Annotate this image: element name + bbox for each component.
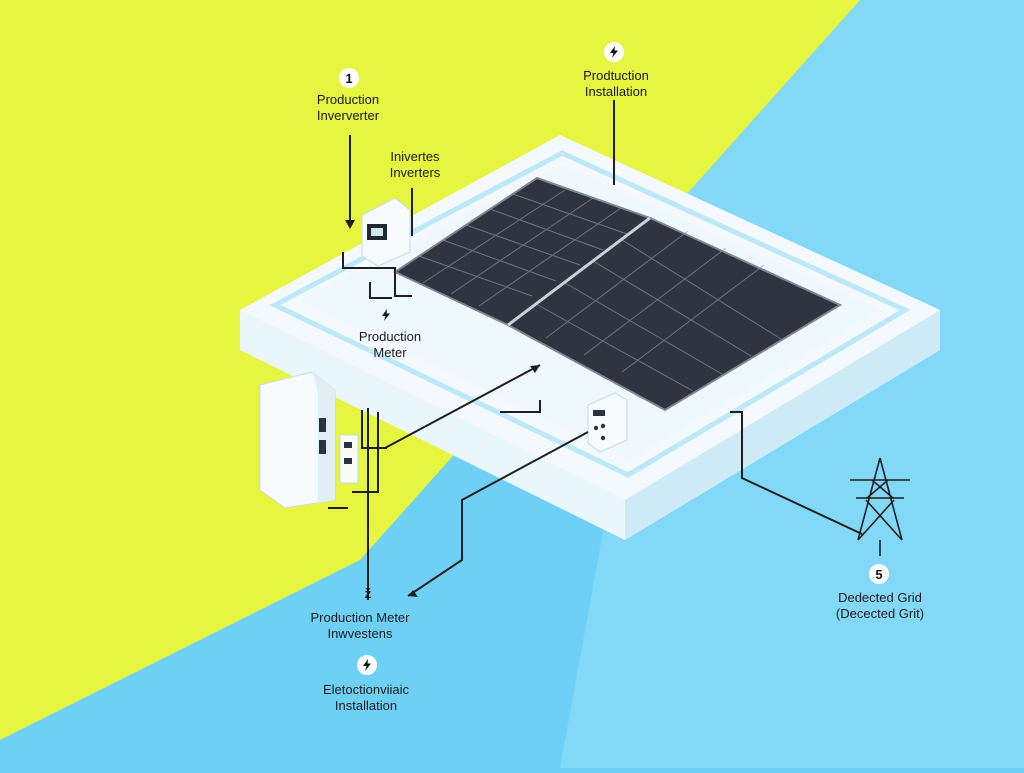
label-line: Installation bbox=[334, 698, 398, 713]
connector-meter-to-cabinet bbox=[384, 364, 541, 449]
label-line: Eletoctionviiaic bbox=[323, 682, 409, 697]
electrical-cabinet bbox=[259, 371, 359, 509]
step-number-badge: ž bbox=[364, 585, 372, 601]
connector-lines bbox=[328, 100, 863, 600]
arrow-down-icon bbox=[345, 220, 355, 229]
step-number-badge: 1 bbox=[339, 68, 359, 88]
label-line: Prodtuction bbox=[583, 68, 649, 83]
connector-meter-to-bottom bbox=[407, 431, 589, 597]
label-line: Production Meter bbox=[310, 610, 410, 625]
label-line: (Decected Grit) bbox=[835, 606, 925, 621]
lightning-bolt-icon bbox=[376, 305, 396, 325]
platform-front-right bbox=[625, 310, 940, 540]
label-line: Inivertes bbox=[390, 149, 440, 164]
platform-inner-rim bbox=[269, 150, 911, 478]
label-production-meter-inverters: Production Meter Inwvestens bbox=[290, 610, 430, 642]
inverter-box bbox=[361, 197, 411, 267]
connector-meter-short bbox=[500, 400, 541, 413]
connector-installation-left bbox=[369, 282, 392, 299]
arrowhead-icon bbox=[530, 365, 540, 373]
label-line: Meter bbox=[373, 345, 407, 360]
connector-to-grid bbox=[730, 411, 863, 535]
step-number-badge: 5 bbox=[869, 564, 889, 584]
label-line: Installation bbox=[584, 84, 648, 99]
label-electrical-installation: Eletoctionviiaic Installation bbox=[300, 682, 432, 714]
transmission-tower-icon bbox=[850, 457, 910, 556]
label-line: Production bbox=[316, 92, 380, 107]
label-line: Inwvestens bbox=[327, 626, 393, 641]
arrowhead-icon bbox=[408, 590, 418, 597]
connector-cabinet-feed bbox=[352, 412, 379, 493]
lightning-bolt-icon bbox=[357, 655, 377, 675]
label-line: Dedected Grid bbox=[838, 590, 922, 605]
platform-front-left bbox=[240, 310, 625, 540]
solar-panel-array bbox=[392, 176, 843, 412]
label-line: Inververter bbox=[316, 108, 380, 123]
label-inverters: Inivertes Inverters bbox=[370, 149, 460, 181]
label-detected-grid: Dedected Grid (Decected Grit) bbox=[818, 590, 942, 622]
label-production-inverter: Production Inververter bbox=[298, 92, 398, 124]
label-production-installation: Prodtuction Installation bbox=[566, 68, 666, 100]
label-line: Inverters bbox=[389, 165, 441, 180]
production-meter-box bbox=[587, 392, 628, 453]
lightning-bolt-icon bbox=[604, 42, 624, 62]
label-production-meter: Production Meter bbox=[340, 329, 440, 361]
label-line: Production bbox=[358, 329, 422, 344]
solar-panel-seam bbox=[507, 216, 651, 327]
connector-inverter-to-meter bbox=[342, 252, 412, 297]
solar-panel-grid bbox=[418, 189, 782, 392]
